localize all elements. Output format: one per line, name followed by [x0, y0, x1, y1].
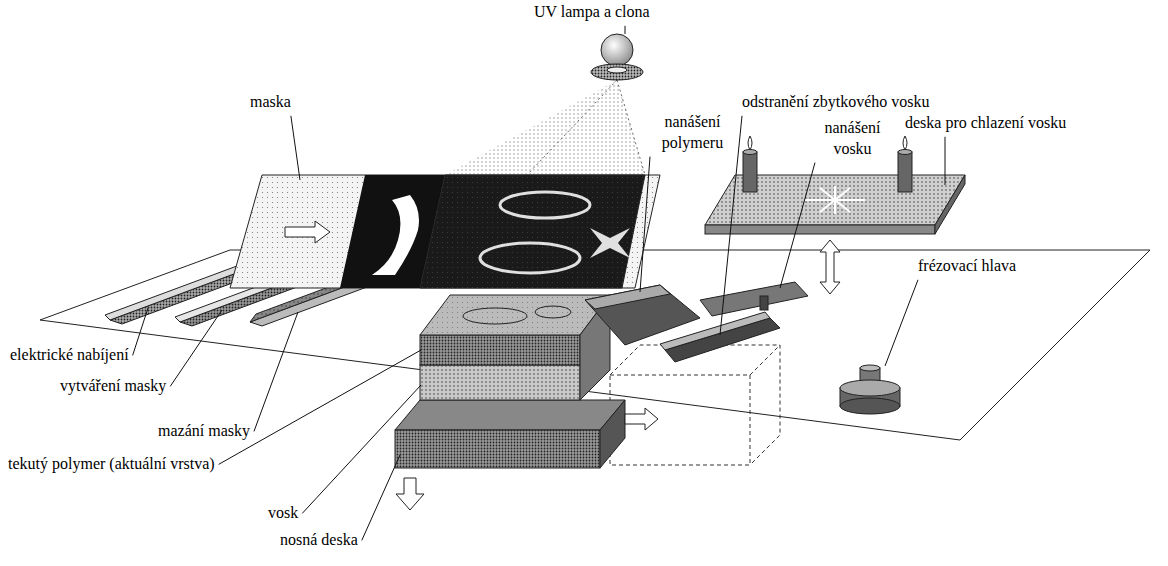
uv-lamp	[601, 34, 633, 66]
wax-applicator	[700, 282, 808, 316]
part-block	[420, 295, 610, 335]
uv-lamp	[607, 67, 627, 73]
part-label: nosná deska	[280, 530, 358, 551]
milling-head	[840, 398, 900, 414]
leader-line	[945, 137, 946, 185]
part-label: tekutý polymer (aktuální vrstva)	[8, 454, 215, 475]
wax-cooling-plate	[805, 186, 865, 214]
part-label: vosk	[268, 503, 298, 524]
wax-cooling-plate	[898, 152, 912, 192]
part-block	[420, 335, 580, 365]
wax-removal-blade	[660, 312, 770, 350]
part-label: nanášení polymeru	[650, 112, 735, 154]
mask-image	[480, 243, 580, 273]
uv-lamp	[591, 64, 643, 80]
part-block	[463, 308, 527, 324]
part-label: frézovací hlava	[918, 256, 1016, 277]
ghost-outline	[750, 345, 780, 375]
milling-head	[840, 380, 900, 396]
uv-light-cone	[420, 80, 645, 288]
support-plate	[395, 400, 625, 430]
part-label: elektrické nabíjení	[10, 345, 129, 366]
part-label: mazání masky	[158, 421, 250, 442]
mask-plate	[230, 175, 660, 288]
wax-applicator	[760, 296, 768, 310]
mask-plate	[230, 175, 660, 288]
milling-head	[860, 365, 880, 371]
mask-image	[590, 228, 630, 258]
ghost-outline	[610, 345, 780, 465]
part-label: maska	[250, 92, 291, 113]
mask-image	[500, 192, 590, 218]
leader-line	[254, 312, 298, 431]
part-block	[420, 365, 580, 400]
leader-line	[362, 455, 400, 540]
wax-cooling-plate	[748, 136, 752, 150]
leader-line	[170, 310, 222, 386]
part-label: UV lampa a clona	[534, 2, 650, 23]
leader-line	[133, 308, 148, 355]
part-block	[420, 335, 580, 365]
motion-arrows	[396, 240, 840, 510]
part-block	[420, 295, 610, 335]
wax-cooling-plate	[743, 152, 757, 192]
ghost-outline	[610, 375, 750, 465]
uv-light-cone	[420, 80, 645, 288]
mask-image	[420, 175, 645, 288]
wax-applicator	[700, 282, 808, 316]
support-plate	[600, 400, 625, 468]
wax-cooling-plate	[834, 186, 836, 214]
part-label: vytváření masky	[60, 376, 166, 397]
leader-line	[780, 163, 815, 288]
wax-cooling-plate	[935, 175, 965, 234]
mask-plate	[372, 195, 419, 275]
ghost-outline	[610, 345, 780, 465]
support-plate	[395, 430, 600, 468]
part-block	[420, 365, 580, 400]
motion-arrows	[396, 478, 424, 510]
uv-light-cone	[617, 80, 645, 175]
leader-line	[640, 157, 650, 292]
mask-image	[420, 175, 645, 288]
part-label: odstranění zbytkového vosku	[742, 92, 930, 113]
support-plate	[395, 430, 600, 468]
part-block	[420, 295, 610, 400]
polymer-applicator	[585, 285, 670, 309]
polymer-applicator	[585, 285, 700, 345]
uv-lamp	[591, 34, 643, 80]
motion-arrows	[820, 240, 840, 294]
leader-line	[291, 116, 300, 180]
leader-line	[302, 385, 421, 513]
mask-plate	[230, 175, 660, 288]
support-plate	[395, 400, 625, 468]
milling-head	[840, 365, 900, 414]
wax-cooling-plate	[903, 136, 907, 150]
motion-arrows	[625, 408, 658, 430]
leader-line	[625, 26, 626, 34]
leader-line	[720, 116, 742, 335]
uv-lamp	[591, 64, 643, 80]
polymer-applicator	[585, 285, 700, 345]
mask-image	[420, 175, 645, 288]
wax-cooling-plate	[705, 225, 935, 234]
part-label: nanášení vosku	[815, 118, 890, 160]
leader-line	[219, 350, 421, 464]
part-block	[535, 306, 571, 318]
mask-plate	[285, 221, 330, 243]
wax-removal-blade	[660, 312, 780, 362]
leader-line	[885, 280, 918, 366]
leader-lines	[133, 26, 945, 541]
part-label: deska pro chlazení vosku	[905, 113, 1066, 134]
